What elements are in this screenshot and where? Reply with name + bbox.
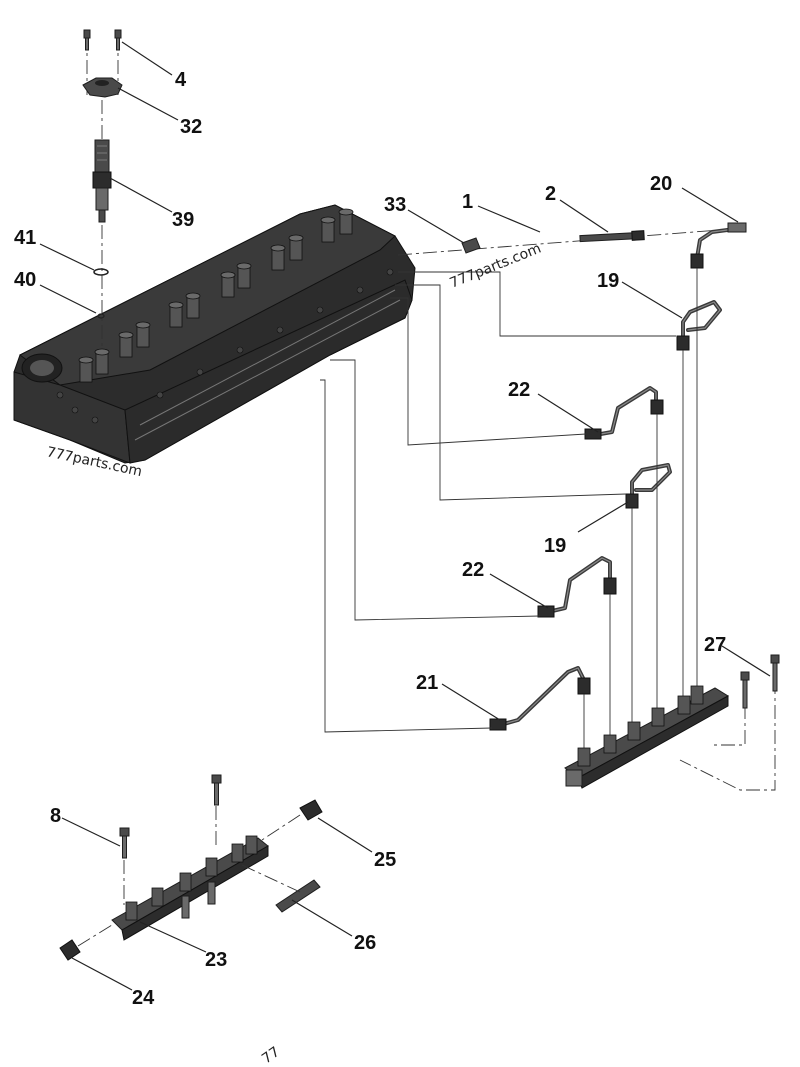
- callout-24: 24: [132, 987, 155, 1009]
- injector-stack: [82, 29, 123, 350]
- callout-33: 33: [384, 194, 406, 216]
- callout-19-upper: 19: [597, 270, 619, 292]
- fuel-rail-lower: [59, 774, 323, 961]
- bolt-icon: [83, 29, 91, 51]
- callout-4: 4: [175, 69, 187, 91]
- fuel-pipe-20: [690, 222, 747, 269]
- cylinder-head: [13, 204, 416, 464]
- callout-39: 39: [172, 209, 194, 231]
- callout-2: 2: [545, 183, 556, 205]
- fuel-pipe-2: [579, 230, 645, 243]
- fuel-pipe-22-lower: [537, 556, 617, 618]
- connector-tube: [461, 237, 481, 254]
- end-plug: [59, 939, 81, 961]
- pressure-sensor: [299, 799, 323, 821]
- o-ring: [93, 268, 109, 276]
- callout-32: 32: [180, 116, 202, 138]
- callout-41: 41: [14, 227, 36, 249]
- bolt-icon: [740, 671, 750, 709]
- tube-section: [275, 879, 321, 913]
- fuel-rail-right: [564, 654, 780, 791]
- routing-lines: [320, 268, 698, 752]
- callout-23: 23: [205, 949, 227, 971]
- callout-1: 1: [462, 191, 473, 213]
- callout-21: 21: [416, 672, 438, 694]
- callout-27: 27: [704, 634, 726, 656]
- callout-26: 26: [354, 932, 376, 954]
- watermark-bottom: 77: [259, 1044, 283, 1067]
- washer: [97, 313, 105, 319]
- callout-8: 8: [50, 805, 61, 827]
- callout-20: 20: [650, 173, 672, 195]
- callout-40: 40: [14, 269, 36, 291]
- fuel-pipe-21: [489, 666, 591, 731]
- callout-25: 25: [374, 849, 396, 871]
- leader-lines: [39, 41, 771, 991]
- bolt-icon: [119, 827, 130, 859]
- watermark-top: 777parts.com: [448, 241, 544, 292]
- callout-22-lower: 22: [462, 559, 484, 581]
- bolt-icon: [770, 654, 780, 692]
- injector-clamp: [82, 77, 123, 98]
- callout-labels: 4 32 39 41 40 33 1 2 20 19 22 19 22 27 2…: [14, 69, 726, 1009]
- bolt-icon: [211, 774, 222, 806]
- top-pipe-group: [397, 222, 747, 269]
- callout-22-upper: 22: [508, 379, 530, 401]
- fuel-pipe-19-lower: [625, 463, 672, 509]
- fuel-pipe-19-upper: [676, 300, 722, 351]
- bolt-icon: [114, 29, 122, 51]
- callout-19-lower: 19: [544, 535, 566, 557]
- fuel-injector: [92, 139, 112, 223]
